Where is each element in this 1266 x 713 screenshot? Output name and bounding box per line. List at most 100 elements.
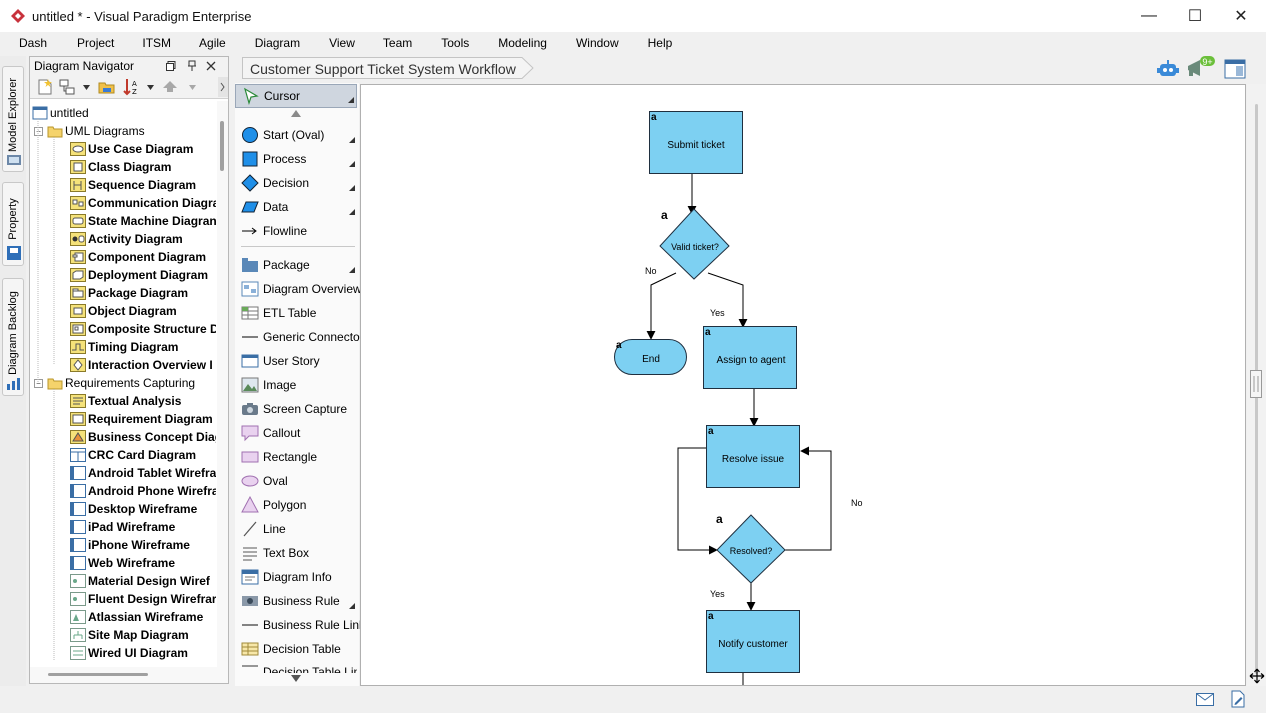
palette-generic-connector[interactable]: Generic Connector: [235, 325, 364, 349]
navigator-vertical-scrollbar[interactable]: [217, 101, 228, 667]
menu-view[interactable]: View: [329, 36, 355, 50]
scroll-grip-icon[interactable]: [1250, 370, 1262, 398]
mail-icon[interactable]: [1196, 693, 1214, 706]
palette-callout[interactable]: Callout: [235, 421, 357, 445]
tree-item[interactable]: Site Map Diagram: [70, 626, 189, 644]
menu-window[interactable]: Window: [575, 36, 619, 50]
tree-item[interactable]: Deployment Diagram: [70, 266, 208, 284]
tab-property[interactable]: Property: [2, 182, 24, 266]
diagram-type-icon[interactable]: [58, 78, 76, 96]
collapse-toggle-icon[interactable]: −: [34, 378, 43, 388]
edge-valid-to-assign[interactable]: [707, 272, 748, 328]
go-up-dropdown-arrow-icon[interactable]: [189, 85, 196, 90]
minimize-button[interactable]: —: [1141, 7, 1157, 24]
close-panel-icon[interactable]: [206, 61, 216, 71]
tree-item[interactable]: Object Diagram: [70, 302, 177, 320]
tree-item[interactable]: Desktop Wireframe: [70, 500, 197, 518]
tree-item[interactable]: Activity Diagram: [70, 230, 183, 248]
tree-group-requirements[interactable]: − Requirements Capturing: [34, 374, 195, 392]
palette-diagram-overview[interactable]: Diagram Overview: [235, 277, 362, 301]
tab-diagram-backlog[interactable]: Diagram Backlog: [2, 278, 24, 396]
palette-business-rule-link[interactable]: Business Rule Link: [235, 613, 365, 637]
tree-item[interactable]: Composite Structure D: [70, 320, 216, 338]
go-up-icon[interactable]: [162, 79, 178, 93]
menu-dash[interactable]: Dash: [19, 36, 48, 50]
new-diagram-icon[interactable]: [36, 78, 54, 96]
palette-start-oval[interactable]: Start (Oval): [235, 123, 357, 147]
node-notify-customer[interactable]: [706, 610, 800, 673]
menu-tools[interactable]: Tools: [441, 36, 470, 50]
palette-polygon[interactable]: Polygon: [235, 493, 357, 517]
tree-item[interactable]: Wired UI Diagram: [70, 644, 188, 662]
tree-item[interactable]: Use Case Diagram: [70, 140, 193, 158]
tree-item[interactable]: Class Diagram: [70, 158, 171, 176]
palette-line[interactable]: Line: [235, 517, 357, 541]
edit-document-icon[interactable]: [1230, 690, 1246, 708]
navigator-vertical-scroll-thumb[interactable]: [220, 121, 224, 171]
maximize-button[interactable]: ☐: [1187, 8, 1203, 25]
palette-diagram-info[interactable]: Diagram Info: [235, 565, 357, 589]
tree-item[interactable]: Android Tablet Wirefra: [70, 464, 216, 482]
palette-image[interactable]: Image: [235, 373, 357, 397]
tree-item[interactable]: Sequence Diagram: [70, 176, 196, 194]
more-options-icon[interactable]: [349, 161, 355, 167]
close-button[interactable]: ✕: [1234, 8, 1248, 25]
tree-item[interactable]: Android Phone Wirefra: [70, 482, 216, 500]
palette-etl-table[interactable]: ETL Table: [235, 301, 357, 325]
menu-modeling[interactable]: Modeling: [498, 36, 547, 50]
scroll-up-icon[interactable]: [291, 110, 301, 117]
tree-item[interactable]: Web Wireframe: [70, 554, 175, 572]
edge-resolve-to-resolved[interactable]: [677, 447, 718, 555]
robot-assistant-icon[interactable]: [1156, 58, 1180, 80]
palette-business-rule[interactable]: Business Rule: [235, 589, 357, 613]
tree-item[interactable]: Component Diagram: [70, 248, 206, 266]
menu-project[interactable]: Project: [77, 36, 115, 50]
tree-item[interactable]: CRC Card Diagram: [70, 446, 196, 464]
palette-process[interactable]: Process: [235, 147, 357, 171]
scroll-down-icon[interactable]: [291, 675, 301, 682]
node-resolve-issue[interactable]: [706, 425, 800, 488]
tree-item[interactable]: Atlassian Wireframe: [70, 608, 203, 626]
menu-help[interactable]: Help: [647, 36, 673, 50]
more-options-icon[interactable]: [349, 267, 355, 273]
tree-item[interactable]: Package Diagram: [70, 284, 188, 302]
restore-panel-icon[interactable]: [166, 61, 176, 71]
tree-item[interactable]: Requirement Diagram: [70, 410, 213, 428]
menu-team[interactable]: Team: [382, 36, 413, 50]
dropdown-arrow-icon[interactable]: [83, 85, 90, 90]
navigator-horizontal-scroll-thumb[interactable]: [48, 673, 148, 676]
node-submit-ticket[interactable]: [649, 111, 743, 174]
node-resolved[interactable]: [716, 514, 786, 584]
tree-item[interactable]: Communication Diagra: [70, 194, 216, 212]
palette-user-story[interactable]: User Story: [235, 349, 357, 373]
sort-icon[interactable]: AZ: [122, 77, 142, 97]
more-options-icon[interactable]: [349, 603, 355, 609]
menu-agile[interactable]: Agile: [199, 36, 226, 50]
tree-item[interactable]: Fluent Design Wirefrar: [70, 590, 216, 608]
open-folder-icon[interactable]: [98, 78, 116, 96]
collapse-toggle-icon[interactable]: −: [34, 126, 43, 136]
palette-oval[interactable]: Oval: [235, 469, 357, 493]
palette-package[interactable]: Package: [235, 253, 357, 277]
palette-screen-capture[interactable]: Screen Capture: [235, 397, 357, 421]
menu-itsm[interactable]: ITSM: [142, 36, 172, 50]
more-options-icon[interactable]: [349, 209, 355, 215]
palette-cursor[interactable]: Cursor: [235, 84, 357, 108]
navigator-horizontal-scrollbar[interactable]: [30, 667, 228, 683]
move-canvas-icon[interactable]: [1249, 668, 1265, 684]
announcement-icon[interactable]: [1186, 56, 1216, 80]
tree-item[interactable]: iPad Wireframe: [70, 518, 175, 536]
edge-valid-to-end[interactable]: [646, 272, 677, 340]
tree-root[interactable]: untitled: [32, 104, 89, 122]
node-valid-ticket[interactable]: [659, 208, 730, 280]
tree-item[interactable]: Business Concept Diag: [70, 428, 216, 446]
edge-resolved-to-resolve-no[interactable]: [785, 446, 832, 551]
tree-item[interactable]: Material Design Wiref: [70, 572, 210, 590]
tab-model-explorer[interactable]: Model Explorer: [2, 66, 24, 172]
palette-rectangle[interactable]: Rectangle: [235, 445, 357, 469]
node-assign-to-agent[interactable]: [703, 326, 797, 389]
palette-text-box[interactable]: Text Box: [235, 541, 357, 565]
node-end[interactable]: [614, 339, 687, 375]
palette-flowline[interactable]: Flowline: [235, 219, 357, 243]
menu-diagram[interactable]: Diagram: [254, 36, 301, 50]
